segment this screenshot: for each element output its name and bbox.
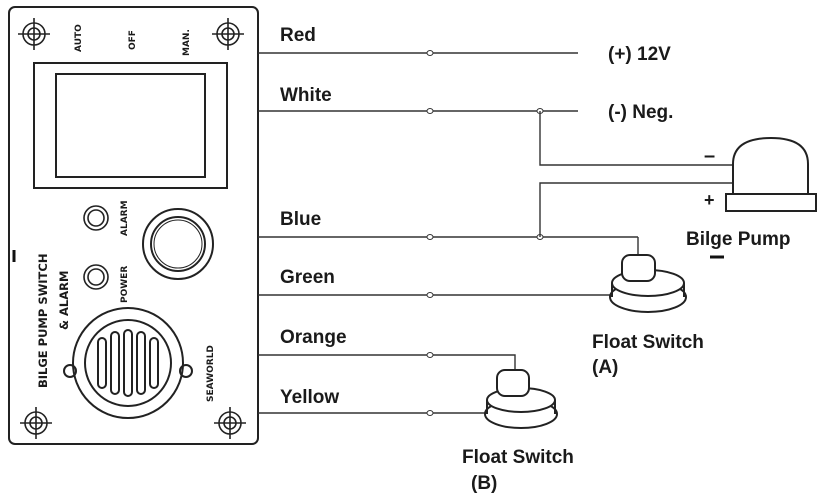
mounting-screw-bottom-right-icon bbox=[214, 407, 246, 439]
panel-title-line1: BILGE PUMP SWITCH bbox=[36, 254, 50, 388]
terminal-positive-label: (+) 12V bbox=[608, 44, 671, 65]
power-led-icon bbox=[83, 264, 109, 290]
wire-label-orange: Orange bbox=[280, 327, 347, 348]
mounting-screw-top-right-icon bbox=[212, 18, 244, 50]
panel-title-line2: & ALARM bbox=[57, 271, 71, 330]
wire-neg-to-pump bbox=[539, 111, 733, 166]
wire-orange bbox=[258, 354, 516, 372]
bilge-pump-label: Bilge Pump bbox=[686, 229, 791, 250]
pump-minus-sign: – bbox=[704, 145, 715, 167]
wire-label-yellow: Yellow bbox=[280, 387, 339, 408]
float-switch-b-label: Float Switch bbox=[462, 447, 574, 468]
alarm-led-icon bbox=[83, 205, 109, 231]
pump-plus-sign: + bbox=[704, 190, 715, 210]
wire-label-white: White bbox=[280, 85, 332, 106]
float-switch-a-label: Float Switch bbox=[592, 332, 704, 353]
rocker-window bbox=[55, 73, 206, 178]
connector-white-1 bbox=[426, 108, 434, 114]
mounting-screw-top-left-icon bbox=[18, 18, 50, 50]
brand-label: SEAWORLD bbox=[206, 345, 216, 402]
wire-label-green: Green bbox=[280, 267, 335, 288]
wires bbox=[258, 50, 733, 416]
connector-yellow bbox=[426, 410, 434, 416]
float-switch-a-tag: (A) bbox=[592, 357, 618, 378]
bilge-pump-icon bbox=[725, 136, 817, 212]
connector-green bbox=[426, 292, 434, 298]
wire-pos-to-pump bbox=[539, 182, 733, 237]
switch-label-off: OFF bbox=[128, 30, 138, 50]
connector-orange bbox=[426, 352, 434, 358]
alarm-speaker-icon bbox=[63, 307, 193, 419]
terminal-negative-label: (-) Neg. bbox=[608, 102, 673, 123]
connector-blue-1 bbox=[426, 234, 434, 240]
power-led-label: POWER bbox=[120, 266, 130, 303]
connector-red bbox=[426, 50, 434, 56]
fuse-holder-icon[interactable] bbox=[142, 208, 214, 280]
float-switch-a-icon bbox=[609, 254, 687, 313]
switch-panel: AUTO OFF MAN. ALARM POWER BILGE PUMP SWI… bbox=[8, 6, 259, 445]
alarm-led-label: ALARM bbox=[120, 200, 130, 236]
float-switch-b-icon bbox=[484, 369, 558, 429]
float-switch-b-tag: (B) bbox=[471, 473, 497, 494]
switch-label-man: MAN. bbox=[182, 29, 192, 56]
mounting-screw-bottom-left-icon bbox=[20, 407, 52, 439]
wire-label-blue: Blue bbox=[280, 209, 321, 230]
switch-label-auto: AUTO bbox=[74, 24, 84, 52]
wire-label-red: Red bbox=[280, 25, 316, 46]
